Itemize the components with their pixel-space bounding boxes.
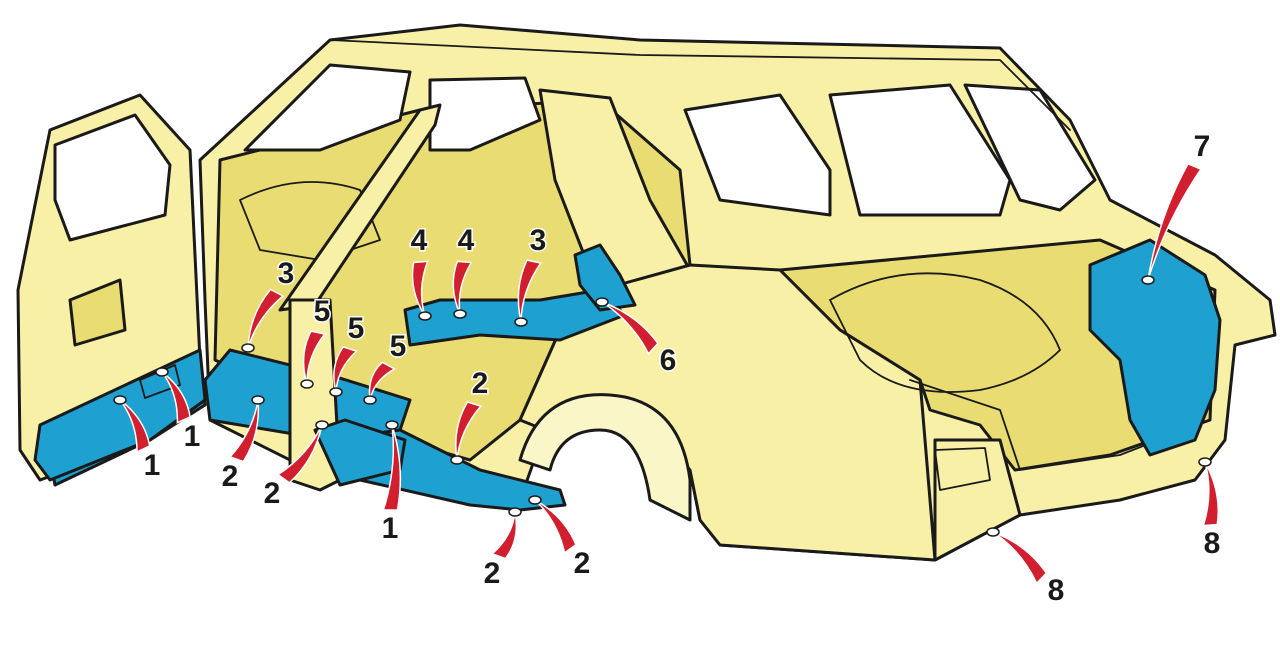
callout-c4a: 4 [409,222,432,321]
callout-label: 4 [458,224,475,257]
open-rear-door [278,103,442,492]
seat-contour [829,272,1061,393]
callout-label: 1 [144,449,161,482]
callout-label: 2 [222,460,239,493]
callout-c8b: 8 [986,527,1066,608]
callout-c1c: 1 [380,420,402,546]
callout-label: 2 [574,547,591,580]
callout-label: 2 [484,557,501,590]
rear-bumper-area [933,438,1022,562]
rear-lamp-recess [934,447,991,491]
callout-anchor [385,420,399,430]
callout-c3a: 3 [241,255,296,353]
callout-c2b: 2 [262,420,329,511]
callout-anchor [251,395,265,405]
callout-c2a: 2 [220,395,265,494]
door-window-frame [53,113,172,242]
callout-c3b: 3 [514,222,548,327]
callout-label: 8 [1204,527,1221,560]
callout-anchor [329,387,343,397]
seat-contour-2 [239,181,381,261]
callout-anchor [1141,275,1155,285]
callout-arrow [490,511,518,560]
rear-door-window-opening [428,76,542,152]
callout-anchor [241,343,255,353]
rear-quarter-window [828,83,1012,217]
callout-c6: 6 [595,297,678,378]
callout-c1b: 1 [155,367,202,454]
callout-c1a: 1 [113,395,162,483]
callout-anchor [1198,457,1212,467]
callout-label: 3 [530,224,547,257]
roof-rail-line [329,39,1071,131]
callout-c2c: 2 [450,365,490,465]
callout-anchor [453,309,467,319]
callout-arrow [1202,461,1219,527]
rear-quarter-panel [518,263,937,562]
callout-label: 5 [390,330,407,363]
callout-label: 2 [264,477,281,510]
rear-side-window [963,83,1097,212]
callout-c5b: 5 [329,310,366,397]
callout-anchor [418,311,432,321]
callout-label: 2 [472,367,489,400]
callout-anchor [155,367,169,377]
open-front-door [16,93,207,482]
callout-anchor [986,527,1000,537]
coating-trunk-side [1088,238,1222,457]
callout-anchor [514,317,528,327]
callout-anchor [113,395,127,405]
callout-anchor [508,507,522,517]
front-door-window-opening [243,63,412,152]
callout-c2d: 2 [482,507,522,591]
callout-c2e: 2 [528,495,592,581]
door-coating [33,348,207,482]
callout-c5c: 5 [363,328,408,405]
callout-anchor [528,495,542,505]
rear-door-lower-coating [313,418,407,487]
callout-anchor [363,395,377,405]
car-body-shell [198,23,1277,562]
callout-label: 8 [1048,574,1065,607]
coating-b-pillar-base [573,243,637,312]
door-inner-recess [68,278,127,347]
callout-c4b: 4 [452,222,476,319]
callout-label: 5 [314,295,331,328]
rear-wheel-arch [518,393,692,522]
callout-anchor [450,455,464,465]
callout-label: 1 [184,420,201,453]
callout-anchor [300,379,314,389]
callout-c5a: 5 [300,293,332,389]
callout-anchor [315,420,329,430]
callout-label: 6 [660,344,677,377]
callout-c7: 7 [1141,128,1212,285]
callout-label: 7 [1194,130,1211,163]
callout-label: 5 [348,312,365,345]
callout-arrow [992,531,1048,585]
callout-label: 1 [382,512,399,545]
callout-label: 4 [411,224,428,257]
callout-anchor [595,297,609,307]
rear-window-opening [683,93,832,217]
callout-c8a: 8 [1198,457,1222,561]
callout-label: 3 [278,257,295,290]
